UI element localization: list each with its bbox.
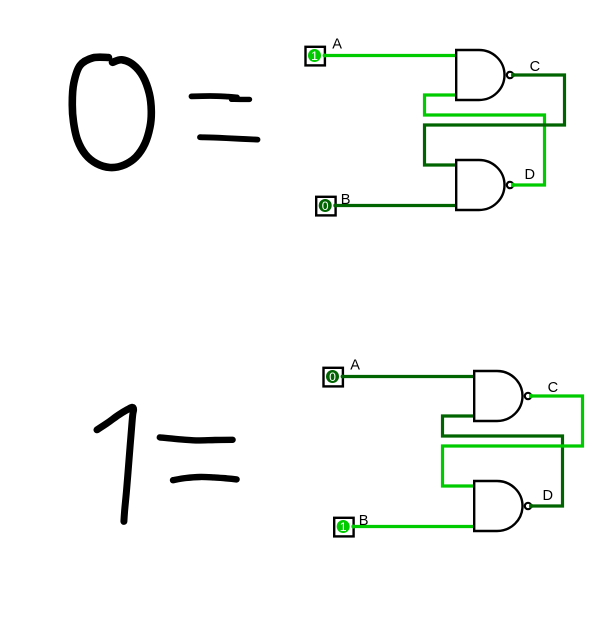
svg-text:A: A [332,36,342,52]
svg-text:C: C [548,380,559,396]
svg-text:D: D [543,488,554,504]
svg-text:D: D [525,167,536,183]
svg-text:C: C [530,59,541,75]
svg-text:B: B [341,192,351,208]
svg-text:0: 0 [329,370,336,384]
svg-text:1: 1 [311,49,318,63]
svg-text:0: 0 [322,199,329,213]
svg-text:1: 1 [340,520,347,534]
svg-text:B: B [359,513,369,529]
svg-text:A: A [350,357,360,373]
